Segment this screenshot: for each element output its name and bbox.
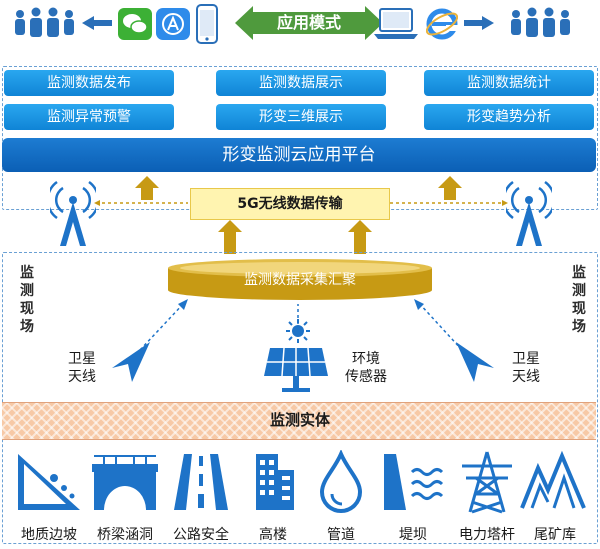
- function-box: 监测异常预警: [4, 104, 174, 130]
- function-box: 形变三维展示: [216, 104, 386, 130]
- transfer-connectors: [94, 176, 508, 254]
- bridge-icon: [92, 455, 158, 510]
- object-label: 公路安全: [173, 527, 229, 543]
- app-store-icon: [156, 8, 190, 40]
- data-collection-cylinder: [168, 259, 432, 300]
- arrow-right-icon: [464, 16, 494, 30]
- mode-double-arrow: [235, 6, 383, 40]
- platform-bar: 形变监测云应用平台: [2, 138, 596, 172]
- function-box: 监测数据展示: [216, 70, 386, 96]
- entity-label: 监测实体: [269, 411, 330, 429]
- arrow-left-icon: [82, 16, 112, 30]
- object-label: 电力塔杆: [459, 527, 515, 543]
- entity-band: [2, 402, 596, 440]
- site-panel: [2, 252, 598, 544]
- dam-icon: [384, 454, 444, 510]
- water-drop-icon: [319, 450, 363, 513]
- antenna-tower-right-icon: [506, 180, 552, 246]
- satellite-label-left: 卫星 天线: [68, 351, 96, 385]
- satellite-label-right: 卫星 天线: [512, 351, 540, 385]
- landslide-icon: [18, 454, 80, 510]
- satellite-antenna-right-icon: [456, 342, 494, 382]
- function-box: 监测数据发布: [4, 70, 174, 96]
- tailings-icon: [520, 450, 586, 509]
- function-box: 监测数据统计: [424, 70, 594, 96]
- solar-panel-icon: [264, 347, 328, 392]
- users-group-right-icon: [511, 7, 570, 37]
- site-label-left: 监测现场: [20, 265, 34, 335]
- object-label: 地质边坡: [21, 527, 77, 543]
- laptop-icon: [374, 8, 418, 39]
- antenna-tower-left-icon: [50, 180, 96, 246]
- satellite-antenna-left-icon: [112, 342, 150, 382]
- wireless-transfer-box: 5G无线数据传输: [190, 188, 390, 220]
- object-label: 堤坝: [399, 527, 427, 543]
- wechat-icon: [118, 8, 152, 40]
- env-sensor-label: 环境 传感器: [345, 351, 387, 385]
- road-icon: [174, 454, 228, 510]
- data-collection-label: 监测数据采集汇聚: [244, 272, 356, 288]
- object-label: 管道: [327, 527, 355, 543]
- object-label: 桥梁涵洞: [97, 527, 153, 543]
- users-group-left-icon: [15, 7, 74, 37]
- up-arrow-icon: [135, 176, 462, 254]
- object-label: 高楼: [259, 527, 287, 543]
- mode-label: 应用模式: [276, 13, 341, 32]
- site-label-right: 监测现场: [572, 265, 586, 335]
- function-box: 形变趋势分析: [424, 104, 594, 130]
- mobile-phone-icon: [196, 4, 218, 44]
- power-tower-icon: [462, 451, 512, 514]
- sun-icon: [286, 319, 310, 343]
- collection-connectors: [139, 299, 463, 351]
- object-label: 尾矿库: [534, 527, 576, 543]
- building-icon: [256, 454, 294, 510]
- browser-ie-icon: [426, 8, 458, 40]
